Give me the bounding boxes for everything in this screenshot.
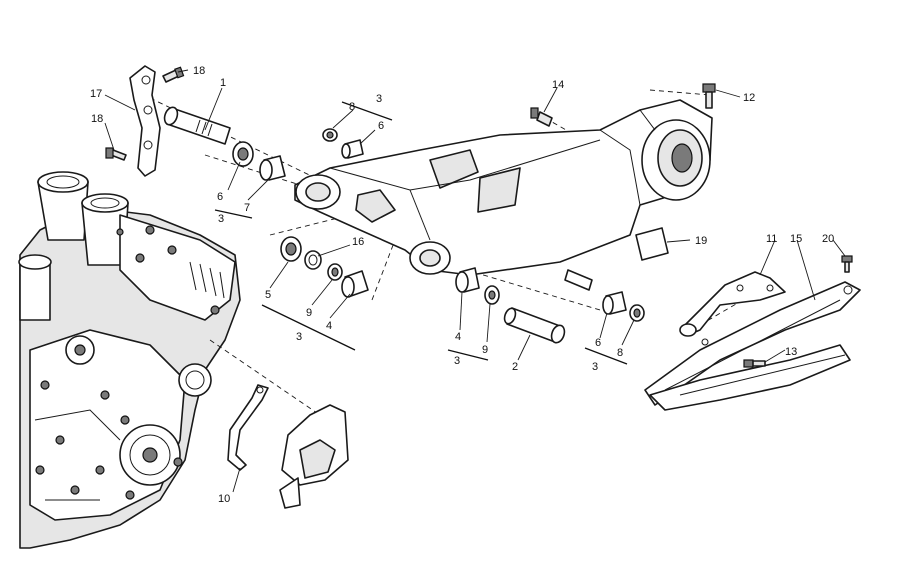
callout-16: 16 xyxy=(352,236,364,248)
chain-guide-bracket-11 xyxy=(679,271,786,337)
callout-6-upper: 6 xyxy=(378,120,384,132)
seal-5-lower xyxy=(280,236,302,262)
screw-13 xyxy=(743,359,766,368)
bolt-18-upper xyxy=(162,66,185,83)
callout-8-right: 8 xyxy=(617,347,623,359)
callout-6-left: 6 xyxy=(217,191,223,203)
engine-block xyxy=(18,171,241,549)
group-lines xyxy=(214,101,628,365)
swingarm xyxy=(294,99,713,276)
callout-5-lower: 5 xyxy=(265,289,271,301)
bushing-4-left xyxy=(341,270,369,298)
screw-20 xyxy=(841,255,853,273)
pad-19 xyxy=(635,227,669,261)
seal-6-left xyxy=(232,141,254,167)
callout-18-upper: 18 xyxy=(193,65,205,77)
bolt-18-lower xyxy=(105,147,127,161)
callout-13: 13 xyxy=(785,346,797,358)
ring-9-right xyxy=(484,285,500,305)
callout-4-right: 4 xyxy=(455,331,461,343)
callout-numbers: 1 17 18 18 6 7 3 3 8 6 16 5 9 4 3 4 9 3 … xyxy=(90,65,834,505)
callout-2: 2 xyxy=(512,361,518,373)
intake-trumpets xyxy=(18,171,129,321)
callout-19: 19 xyxy=(695,235,707,247)
bushing-6-upper xyxy=(341,139,364,159)
callout-6-right: 6 xyxy=(595,337,601,349)
bushing-6-right xyxy=(602,291,627,315)
seal-8-upper xyxy=(322,128,338,142)
callout-20: 20 xyxy=(822,233,834,245)
callout-14: 14 xyxy=(552,79,564,91)
ring-16 xyxy=(304,250,322,270)
crankcase-cover xyxy=(29,329,212,521)
callout-3-lower-mid: 3 xyxy=(454,355,460,367)
callout-4-left: 4 xyxy=(326,320,332,332)
callout-10: 10 xyxy=(218,493,230,505)
callout-3-left: 3 xyxy=(218,213,224,225)
callout-9-right: 9 xyxy=(482,344,488,356)
cylinder-head xyxy=(116,214,236,321)
bushing-7 xyxy=(259,155,286,181)
callout-9-left: 9 xyxy=(306,307,312,319)
callout-15: 15 xyxy=(790,233,802,245)
bushing-4-right xyxy=(455,267,480,293)
bolt-12 xyxy=(702,83,716,109)
seal-8-right xyxy=(629,304,645,322)
bolt-14 xyxy=(530,107,553,127)
pin-2 xyxy=(503,307,566,344)
ring-9-left xyxy=(327,263,343,281)
callout-12: 12 xyxy=(743,92,755,104)
callout-3-top: 3 xyxy=(376,93,382,105)
callout-3-lower-left: 3 xyxy=(296,331,302,343)
callout-17: 17 xyxy=(90,88,102,100)
callout-3-lower-right: 3 xyxy=(592,361,598,373)
callout-11: 11 xyxy=(766,233,777,245)
pivot-shaft-1 xyxy=(163,106,231,145)
small-pin xyxy=(564,269,593,291)
sprocket-cover xyxy=(279,404,349,509)
bracket-10 xyxy=(227,384,269,471)
callout-7: 7 xyxy=(244,202,250,214)
callout-1: 1 xyxy=(220,77,226,89)
chain-guard-15 xyxy=(644,281,861,411)
leader-lines xyxy=(104,69,846,493)
callout-8-upper: 8 xyxy=(349,101,355,113)
bracket-17 xyxy=(129,65,161,177)
callout-18-lower: 18 xyxy=(91,113,103,125)
